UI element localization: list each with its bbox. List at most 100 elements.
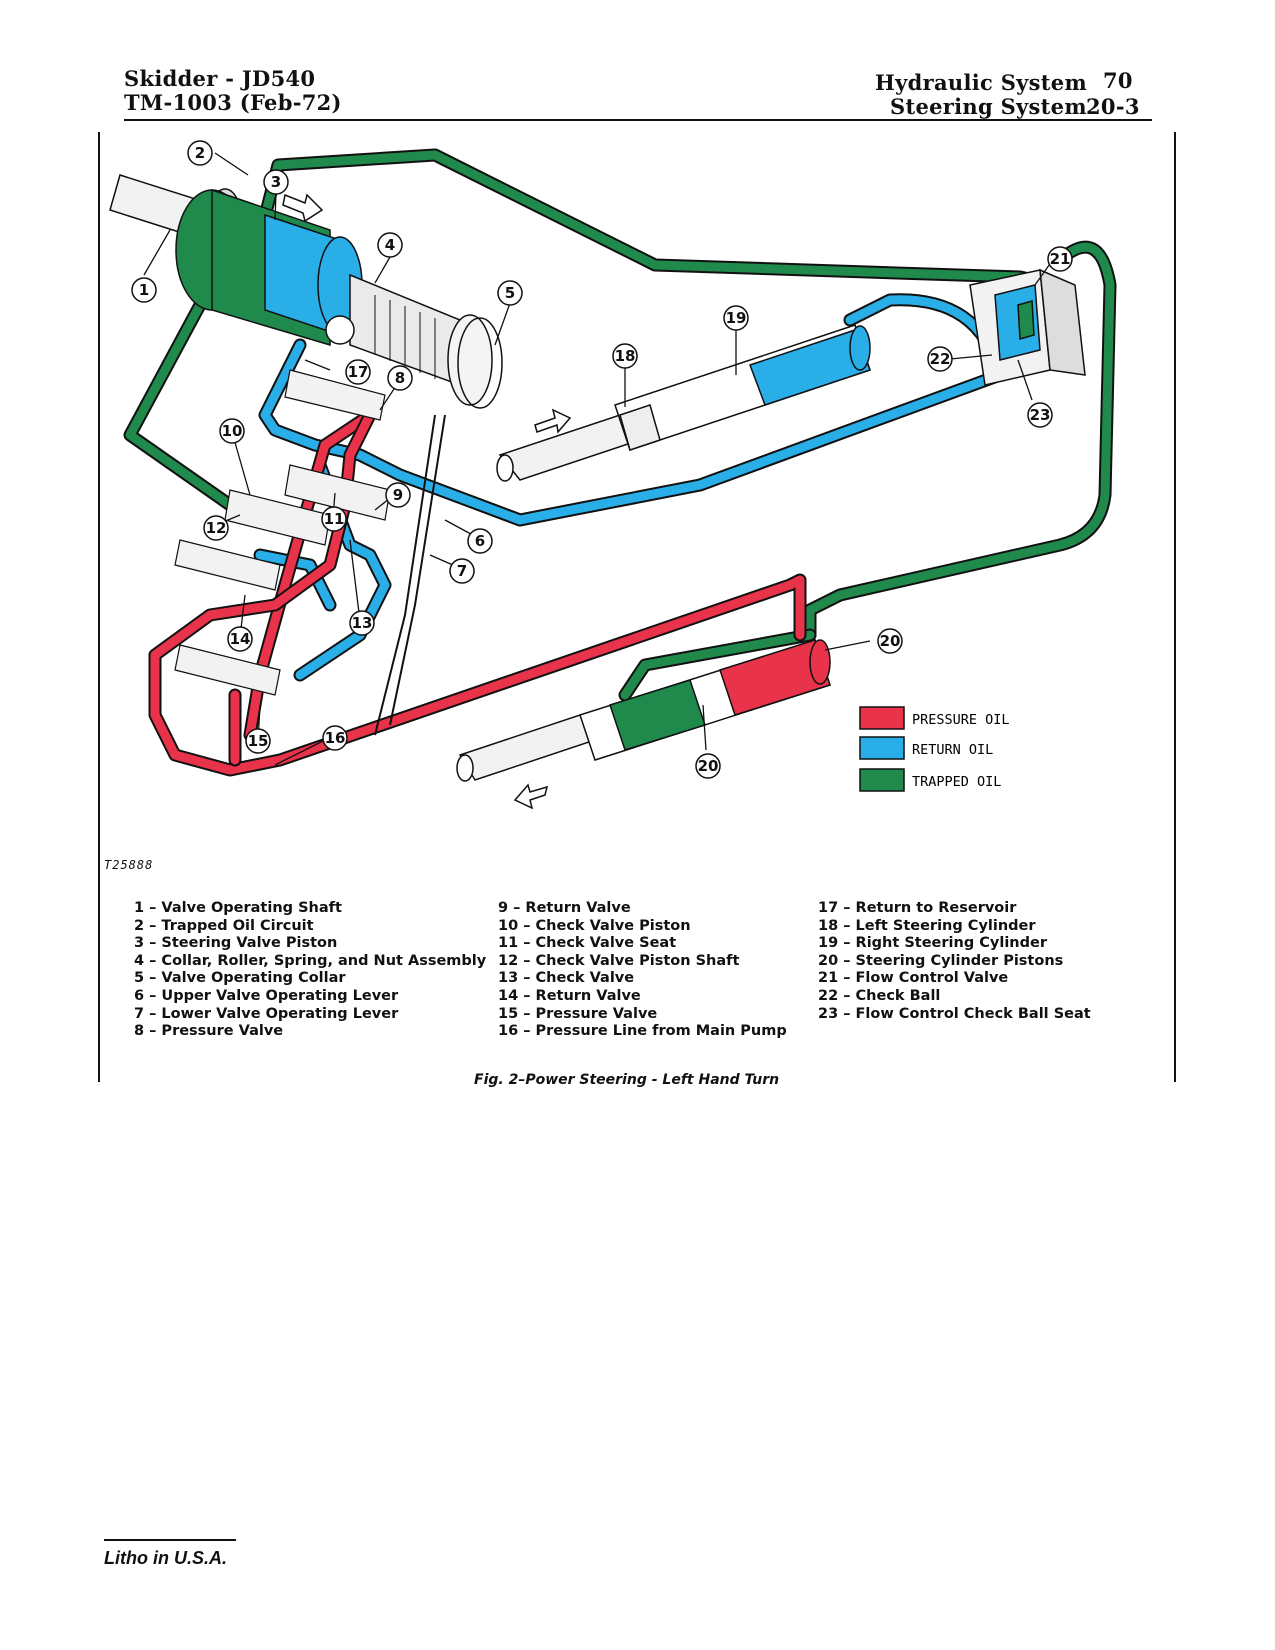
callout-number: 16 <box>325 729 346 747</box>
callout-number: 10 <box>222 422 243 440</box>
right-margin-rule <box>1174 132 1176 1082</box>
direction-arrows <box>282 193 572 810</box>
key-pressure-swatch <box>859 706 905 730</box>
callout-circle <box>322 725 348 751</box>
callout-number: 17 <box>348 363 369 381</box>
callout-circle <box>377 232 403 258</box>
legend-item: 20 – Steering Cylinder Pistons <box>818 952 1064 969</box>
callout-number: 12 <box>206 519 227 537</box>
callout-circle <box>387 365 413 391</box>
legend-item: 6 – Upper Valve Operating Lever <box>134 987 399 1004</box>
key-trapped-swatch <box>859 768 905 792</box>
legend-item: 4 – Collar, Roller, Spring, and Nut Asse… <box>134 952 487 969</box>
legend-item: 5 – Valve Operating Collar <box>134 970 346 987</box>
callout-number: 13 <box>352 614 373 632</box>
legend-item: 2 – Trapped Oil Circuit <box>134 917 314 934</box>
legend-item: 15 – Pressure Valve <box>498 1005 658 1022</box>
valve-operating-levers <box>374 414 446 736</box>
callout-circle <box>497 280 523 306</box>
legend-item: 18 – Left Steering Cylinder <box>818 917 1036 934</box>
power-steering-diagram: PRESSURE OIL RETURN OIL TRAPPED OIL 1234… <box>109 140 1117 810</box>
legend-item: 13 – Check Valve <box>498 970 635 987</box>
callout-number: 5 <box>505 284 515 302</box>
callout-circle <box>203 515 229 541</box>
callout-number: 20 <box>880 632 901 650</box>
legend-item: 1 – Valve Operating Shaft <box>134 900 342 916</box>
figure-number: T25888 <box>104 858 154 872</box>
left-steering-cylinder <box>496 324 871 482</box>
callout-circle <box>723 305 749 331</box>
callout-number: 15 <box>248 732 269 750</box>
valve-spools <box>174 369 391 696</box>
header-model: Skidder - JD540 <box>124 66 316 91</box>
callout-number: 1 <box>139 281 149 299</box>
footer-rule <box>104 1539 236 1541</box>
legend-item: 3 – Steering Valve Piston <box>134 935 338 952</box>
callout-number: 19 <box>726 309 747 327</box>
legend-item: 10 – Check Valve Piston <box>498 917 691 934</box>
key-trapped-label: TRAPPED OIL <box>912 774 1001 790</box>
callout-circle <box>612 343 638 369</box>
callout-circle <box>1027 402 1053 428</box>
callout-circle <box>1047 246 1073 272</box>
callout-number: 7 <box>457 562 467 580</box>
color-key <box>859 706 905 792</box>
callout-number: 23 <box>1030 406 1051 424</box>
callout-number: 6 <box>475 532 485 550</box>
callout-number: 22 <box>930 350 951 368</box>
footer-litho: Litho in U.S.A. <box>104 1548 227 1568</box>
callout-number: 14 <box>230 630 251 648</box>
legend-item: 11 – Check Valve Seat <box>498 935 677 952</box>
callout-circle <box>349 610 375 636</box>
header-section-title: Hydraulic System <box>875 70 1087 95</box>
callout-circle <box>263 169 289 195</box>
callout-circle <box>245 728 271 754</box>
header-page-number: 70 <box>1103 68 1133 93</box>
header-section-number: 20-3 <box>1086 94 1140 119</box>
callout-number: 18 <box>615 347 636 365</box>
legend-item: 17 – Return to Reservoir <box>818 900 1017 916</box>
callout-number: 2 <box>195 144 205 162</box>
legend-item: 22 – Check Ball <box>818 987 941 1004</box>
right-steering-cylinder <box>456 639 831 782</box>
flow-control-valve <box>969 268 1086 386</box>
callout-circle <box>219 418 245 444</box>
callout-number: 20 <box>698 757 719 775</box>
figure-caption: Fig. 2–Power Steering - Left Hand Turn <box>474 1072 780 1088</box>
header-manual: TM-1003 (Feb-72) <box>124 90 342 115</box>
legend-item: 19 – Right Steering Cylinder <box>818 935 1047 952</box>
callout-circle <box>187 140 213 166</box>
callout-circle <box>467 528 493 554</box>
left-margin-rule <box>98 132 100 1082</box>
callout-circle <box>321 506 347 532</box>
header-rule <box>124 119 1152 121</box>
legend-item: 8 – Pressure Valve <box>134 1023 284 1040</box>
key-pressure-label: PRESSURE OIL <box>912 712 1010 728</box>
callout-circle <box>877 628 903 654</box>
callout-number: 11 <box>324 510 345 528</box>
callout-circle <box>385 482 411 508</box>
key-return-swatch <box>859 736 905 760</box>
callout-circle <box>345 359 371 385</box>
legend-item: 12 – Check Valve Piston Shaft <box>498 952 740 969</box>
callout-circle <box>695 753 721 779</box>
key-return-label: RETURN OIL <box>912 742 993 758</box>
callout-circle <box>227 626 253 652</box>
legend-item: 9 – Return Valve <box>498 900 631 916</box>
legend-item: 16 – Pressure Line from Main Pump <box>498 1023 787 1040</box>
collar-roller-assembly <box>325 273 503 409</box>
legend-item: 14 – Return Valve <box>498 987 641 1004</box>
callout-number: 3 <box>271 173 281 191</box>
legend-item: 23 – Flow Control Check Ball Seat <box>818 1005 1091 1022</box>
callout-circle <box>927 346 953 372</box>
header-subsection-title: Steering System <box>890 94 1087 119</box>
callout-number: 9 <box>393 486 403 504</box>
callout-number: 4 <box>385 236 395 254</box>
callout-number: 21 <box>1050 250 1071 268</box>
callout-number: 8 <box>395 369 405 387</box>
callout-circle <box>449 558 475 584</box>
